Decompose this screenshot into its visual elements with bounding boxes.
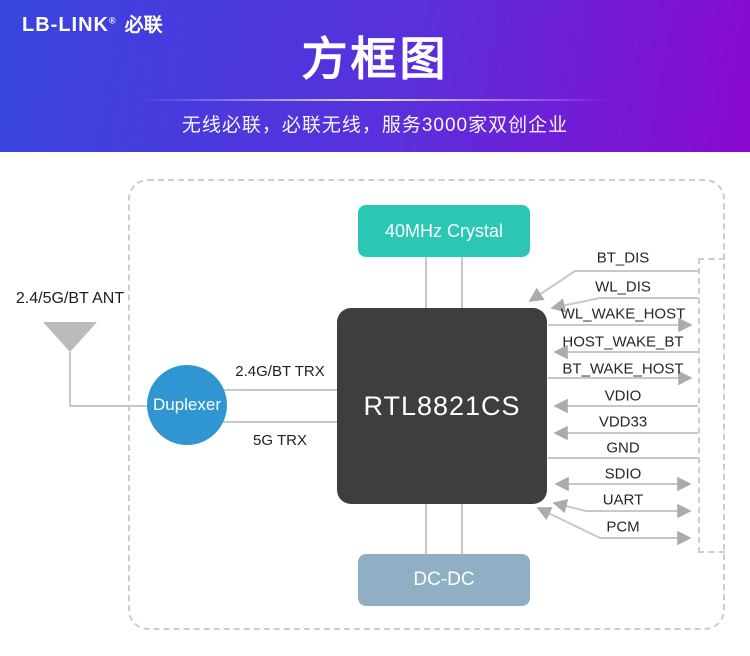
signal-label-wl-wake-host: WL_WAKE_HOST [560, 305, 686, 323]
brand-logo-text: LB-LINK® [22, 14, 117, 37]
signal-label-sdio: SDIO [604, 465, 642, 483]
trx-label-24g-bt: 2.4G/BT TRX [235, 363, 325, 380]
brand-logo-chinese: 必联 [124, 15, 163, 36]
signal-label-bt-dis: BT_DIS [596, 249, 650, 267]
wire-bt-dis [528, 270, 698, 302]
page-title: 方框图 [301, 33, 449, 85]
antenna-icon [43, 322, 97, 352]
header-subtitle: 无线必联，必联无线，服务3000家双创企业 [181, 115, 569, 136]
header-banner: LB-LINK® 必联 方框图 无线必联，必联无线，服务3000家双创企业 [0, 0, 750, 152]
crystal-box: 40MHz Crystal [358, 205, 530, 257]
signal-label-vdd33: VDD33 [598, 413, 648, 431]
antenna-label: 2.4/5G/BT ANT [15, 290, 125, 307]
wire-pcm [536, 507, 692, 546]
duplexer-node: Duplexer [147, 365, 227, 445]
dcdc-box: DC-DC [358, 554, 530, 606]
host-interface-bracket [698, 258, 725, 553]
title-divider [140, 99, 610, 101]
signal-label-uart: UART [602, 491, 644, 509]
trx-label-5g: 5G TRX [253, 432, 307, 449]
signal-label-vdio: VDIO [604, 387, 642, 405]
signal-label-pcm: PCM [606, 518, 640, 536]
wire-wl-dis [550, 297, 698, 313]
brand-logo: LB-LINK® 必联 [22, 10, 163, 37]
signal-label-bt-wake-host: BT_WAKE_HOST [562, 360, 684, 378]
diagram-dashed-border [128, 179, 725, 630]
brand-wordmark: LB-LINK [22, 14, 109, 36]
signal-label-host-wake-bt: HOST_WAKE_BT [562, 333, 684, 351]
registered-mark-icon: ® [108, 15, 117, 26]
wire-antenna-duplexer [69, 352, 150, 407]
chip-box: RTL8821CS [337, 308, 547, 504]
signal-label-gnd: GND [606, 439, 640, 457]
signal-label-wl-dis: WL_DIS [595, 278, 651, 296]
